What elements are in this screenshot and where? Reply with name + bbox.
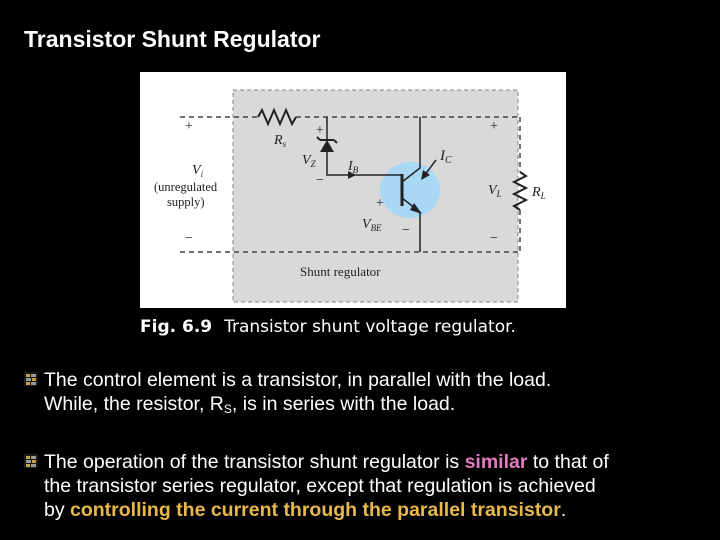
bullet-icon — [24, 454, 38, 468]
base-wire — [326, 152, 385, 176]
vz-minus: − — [316, 173, 324, 188]
vi-minus: − — [185, 231, 193, 246]
vl-minus: − — [490, 231, 498, 246]
circuit-figure: + − Vi (unregulated supply) Rs + VZ − IB… — [140, 72, 566, 308]
zener-diode — [320, 140, 334, 152]
ic-arrow-head — [421, 170, 430, 180]
vbe-plus: + — [376, 196, 384, 211]
vz-label: VZ — [302, 153, 317, 169]
bullet-1-line-2: While, the resistor, RS, is in series wi… — [44, 393, 456, 416]
supply-label: supply) — [167, 195, 205, 209]
ib-label: IB — [347, 159, 359, 175]
figure-caption: Fig. 6.9 Transistor shunt voltage regulat… — [140, 317, 580, 337]
transistor-highlight — [380, 162, 440, 218]
caption-text: Transistor shunt voltage regulator. — [224, 317, 516, 337]
vbe-minus: − — [402, 223, 410, 238]
vbe-label: VBE — [362, 217, 382, 233]
vl-plus: + — [490, 119, 498, 134]
collector-lead — [401, 117, 421, 183]
bullet-2-line-1: The operation of the transistor shunt re… — [44, 451, 609, 473]
circuit-diagram: + − Vi (unregulated supply) Rs + VZ − IB… — [154, 89, 546, 303]
rs-label: Rs — [273, 133, 287, 149]
vl-label: VL — [488, 183, 502, 199]
caption-label: Fig. 6.9 — [140, 317, 213, 337]
shunt-regulator-label: Shunt regulator — [300, 264, 381, 279]
bullet-1-line-1: The control element is a transistor, in … — [44, 369, 552, 391]
rl-resistor — [511, 171, 529, 211]
rs-resistor — [257, 107, 297, 127]
highlight-controlling: controlling the current through the para… — [70, 499, 561, 521]
bullet-2: The operation of the transistor shunt re… — [24, 450, 714, 522]
unregulated-label: (unregulated — [154, 180, 218, 194]
bullet-2-line-3: by controlling the current through the p… — [44, 499, 567, 521]
rl-label: RL — [531, 185, 546, 201]
highlight-similar: similar — [464, 451, 528, 473]
bullet-2-line-2: the transistor series regulator, except … — [44, 475, 596, 497]
vz-plus: + — [316, 123, 324, 138]
ib-arrow — [348, 171, 356, 179]
bullet-1: The control element is a transistor, in … — [24, 368, 714, 421]
vi-label: Vi — [192, 163, 204, 179]
emitter-arrow — [410, 203, 422, 214]
zener-bar — [316, 136, 338, 144]
ic-label: IC — [439, 148, 452, 166]
slide-title: Transistor Shunt Regulator — [24, 26, 321, 52]
vi-plus: + — [185, 119, 193, 134]
bullet-icon — [24, 372, 38, 386]
